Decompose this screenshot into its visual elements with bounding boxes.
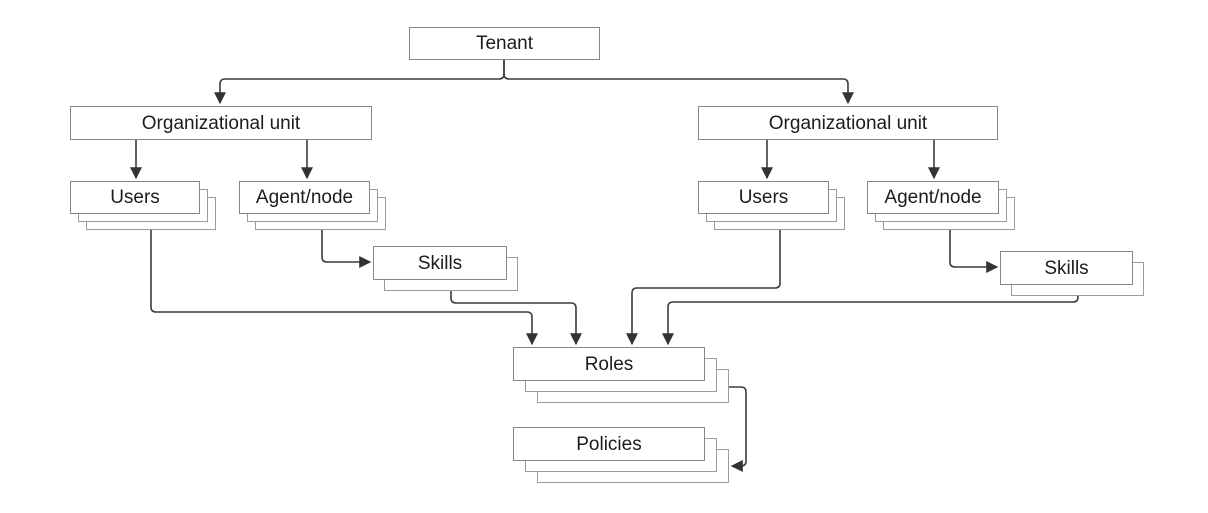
node-organizational-unit-left: Organizational unit [70,106,372,140]
node-skills-right-box: Skills [1000,251,1133,285]
node-agent-node-left-box: Agent/node [239,181,370,214]
node-roles: Roles [513,347,729,403]
edge-roles-to-policies [729,386,747,472]
edge-agent-right-to-skills-right [949,230,999,273]
node-organizational-unit-right-box: Organizational unit [698,106,998,140]
node-policies: Policies [513,427,729,483]
edge-skills-right-to-roles [662,296,1079,346]
node-agent-node-left: Agent/node [239,181,386,230]
edge-skills-left-to-roles [450,291,582,346]
node-skills-left-label: Skills [417,252,463,274]
edge-tenant-to-ou-right [503,60,854,105]
node-policies-label: Policies [576,433,642,455]
node-organizational-unit-left-label: Organizational unit [141,112,301,134]
node-skills-left-box: Skills [373,246,507,280]
node-users-right-box: Users [698,181,829,214]
edge-tenant-to-ou-left [214,60,505,105]
node-tenant: Tenant [409,27,600,60]
node-tenant-box: Tenant [409,27,600,60]
node-users-right-label: Users [738,187,789,208]
node-organizational-unit-right: Organizational unit [698,106,998,140]
node-skills-right-label: Skills [1044,257,1089,279]
node-organizational-unit-right-label: Organizational unit [768,112,928,134]
node-users-left-label: Users [110,187,160,208]
edge-agent-left-to-skills-left [321,230,372,268]
node-users-left: Users [70,181,216,230]
node-roles-box: Roles [513,347,705,381]
node-policies-box: Policies [513,427,705,461]
node-skills-left: Skills [373,246,518,291]
node-agent-node-left-label: Agent/node [255,187,354,208]
edge-users-right-to-roles [626,230,781,346]
node-agent-node-right-box: Agent/node [867,181,999,214]
node-roles-label: Roles [584,353,634,375]
node-agent-node-right: Agent/node [867,181,1015,230]
node-organizational-unit-left-box: Organizational unit [70,106,372,140]
node-agent-node-right-label: Agent/node [884,187,982,208]
node-tenant-label: Tenant [475,33,534,54]
node-users-right: Users [698,181,845,230]
node-skills-right: Skills [1000,251,1144,296]
node-users-left-box: Users [70,181,200,214]
